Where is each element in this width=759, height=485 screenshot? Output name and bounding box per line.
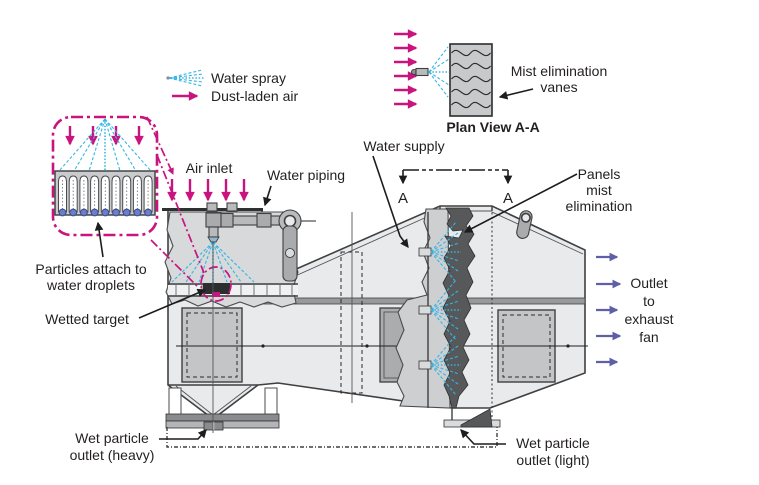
target-callout-ellipse (200, 266, 232, 302)
wetted-target (203, 283, 230, 294)
inset-leader-bottom (150, 239, 198, 287)
access-door-left (181, 307, 243, 383)
mist-vanes-arrow (498, 88, 534, 100)
wet-heavy-arrow (159, 429, 207, 440)
plan-view-nozzle (415, 67, 429, 77)
spray-elbow (208, 226, 219, 238)
wetted-target-bar (168, 285, 298, 295)
inset-magnifier (51, 115, 205, 287)
legend-water-spray-label: Water spray (211, 70, 286, 86)
wet-light-arrow (460, 429, 506, 445)
water-supply-label: Water supply (363, 138, 445, 154)
particles-attach-label: Particles attach to water droplets (35, 261, 147, 293)
air-inlet-label: Air inlet (185, 160, 233, 176)
water-piping-arrow (263, 185, 272, 207)
wet-particle-outlet-heavy-label: Wet particle outlet (heavy) (69, 430, 155, 463)
outlet-arrows (596, 252, 622, 367)
inset-fingers (58, 175, 153, 213)
wetted-target-arrow (138, 288, 207, 319)
inset-border (51, 115, 159, 237)
outlet-exhaust-fan-label: Outlet to exhaust fan (624, 275, 674, 345)
section-marker-a-right: A (502, 190, 514, 207)
inset-droplets (58, 208, 153, 217)
water-piping-assembly (205, 209, 316, 282)
inset-air-arrows (65, 126, 144, 146)
plan-view-air-arrows (394, 29, 418, 109)
water-piping-label: Water piping (266, 167, 346, 183)
water-spray-icon (166, 69, 204, 87)
middle-cutaway (395, 207, 476, 409)
legend-icons (166, 69, 204, 101)
water-supply-arrow (372, 155, 409, 249)
plan-view-title: Plan View A-A (446, 119, 540, 135)
roof-lug (516, 210, 533, 239)
spray-nozzle (207, 236, 220, 243)
ground-outline (166, 427, 498, 448)
machine-body (165, 205, 588, 448)
hopper-leg (264, 387, 278, 416)
wetted-target-label: Wetted target (45, 311, 129, 327)
section-cut-bracket (398, 169, 513, 185)
inset-leader-top (156, 154, 205, 274)
header-sprays (418, 221, 461, 396)
dust-flow-leader (146, 116, 174, 175)
section-marker-a-left: A (397, 190, 409, 207)
plan-view-spray (428, 46, 450, 98)
light-outlet-wedge (460, 408, 493, 428)
wet-particle-outlet-light-label: Wet particle outlet (light) (516, 435, 590, 468)
particles-arrow (94, 221, 104, 258)
internal-baffle-outline (340, 251, 363, 394)
inset-spray (58, 118, 152, 172)
panels-arrow (463, 173, 578, 233)
air-inlet-arrows (146, 116, 249, 202)
panels-mist-elimination-label: Panels mist elimination (565, 166, 633, 214)
legend-dust-air-label: Dust-laden air (211, 88, 299, 104)
inlet-tower-cutaway (162, 202, 299, 433)
mist-vanes-label: Mist elimination vanes (510, 63, 608, 95)
label-leader-arrows (94, 88, 578, 445)
hopper-leg (168, 387, 182, 416)
plan-view-graphic (394, 29, 493, 117)
